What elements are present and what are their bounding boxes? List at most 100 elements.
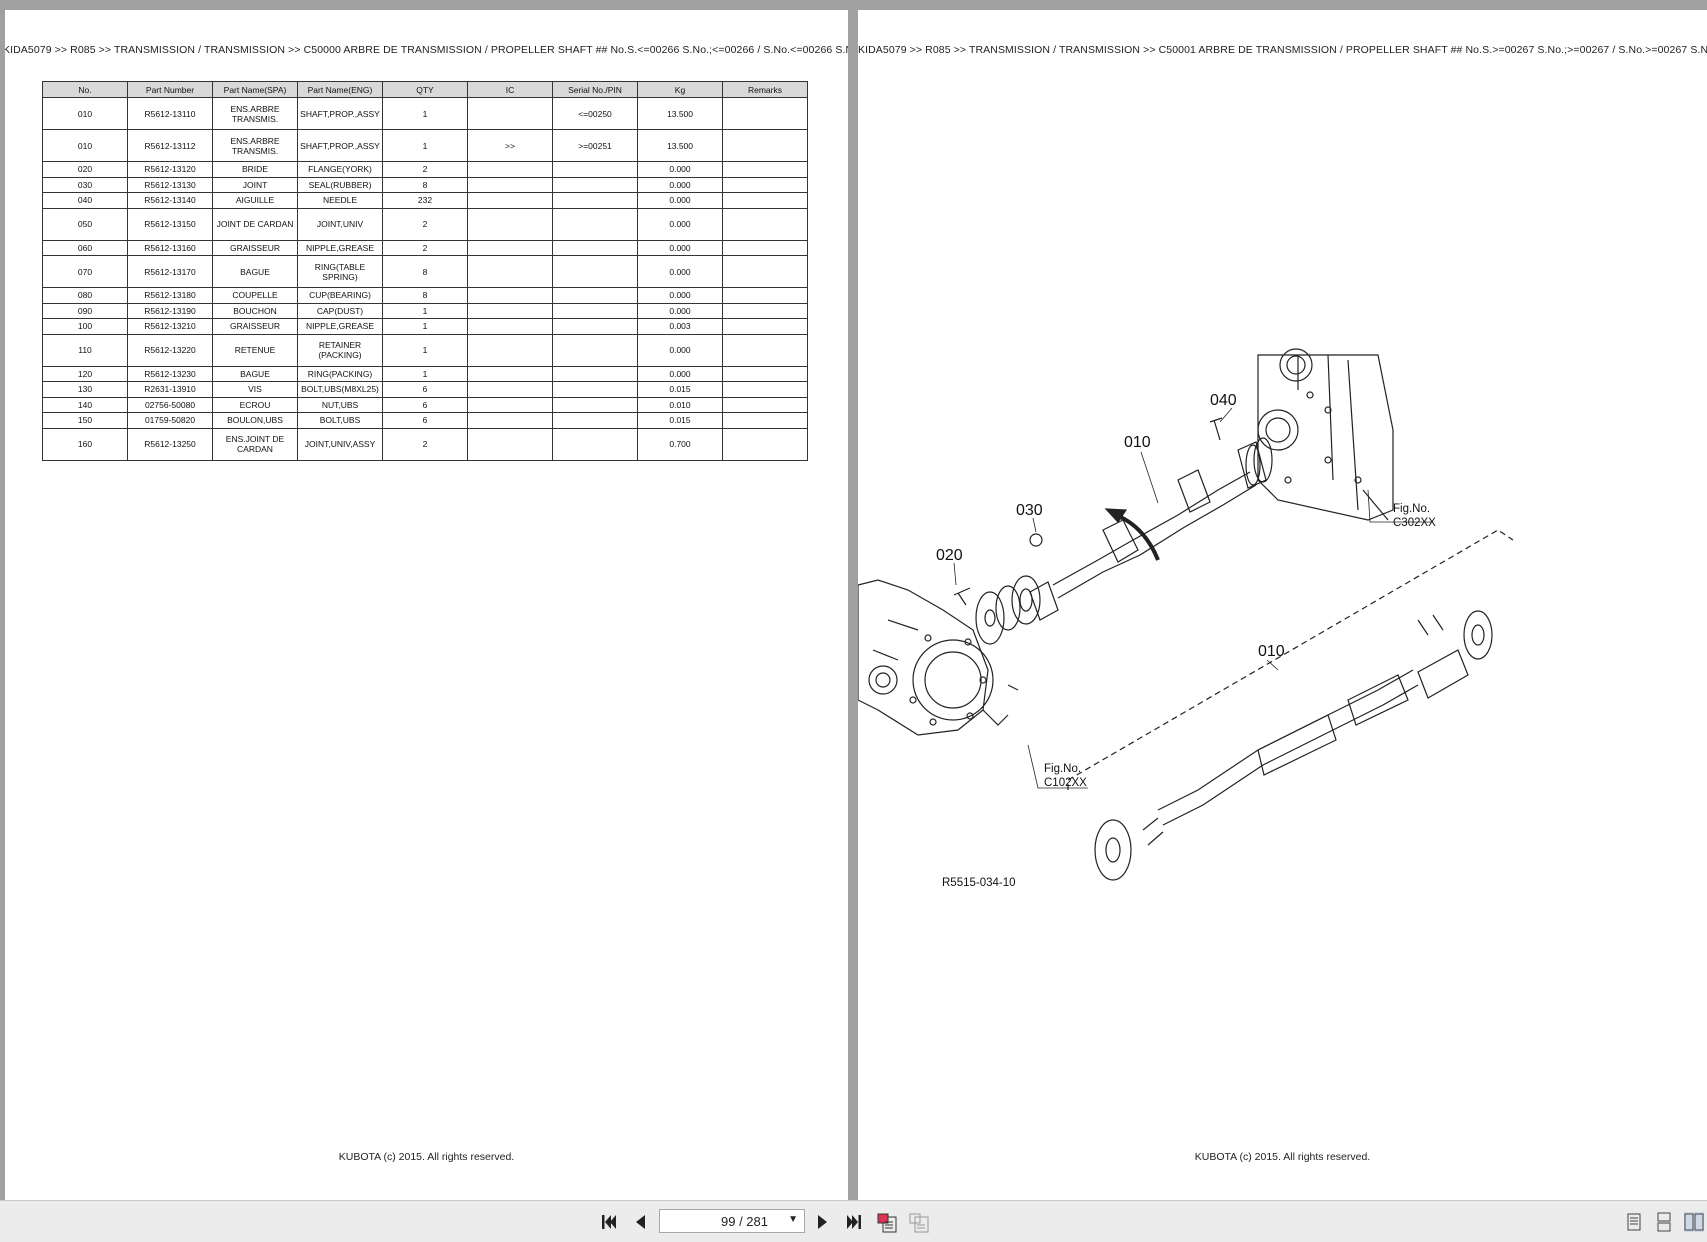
cell-part-name-spa: COUPELLE xyxy=(212,287,298,304)
cell-part-name-eng: NEEDLE xyxy=(297,192,383,209)
cell-part-number: R5612-13210 xyxy=(127,318,213,335)
cell-kg: 0.015 xyxy=(637,381,723,398)
toc-button[interactable] xyxy=(876,1212,897,1233)
cell-kg: 0.003 xyxy=(637,318,723,335)
exploded-parts-diagram: 040 010 030 020 010 Fig.No. C302XX Fig.N… xyxy=(858,348,1514,889)
page-left: KIDA5079 >> R085 >> TRANSMISSION / TRANS… xyxy=(5,10,848,1200)
cell-ic xyxy=(467,97,553,130)
cell-part-name-spa: BAGUE xyxy=(212,255,298,288)
cell-part-name-eng: CAP(DUST) xyxy=(297,302,383,319)
callout-040: 040 xyxy=(1210,392,1237,409)
continuous-view-button[interactable] xyxy=(1654,1212,1674,1232)
parts-table: No. Part Number Part Name(SPA) Part Name… xyxy=(42,81,808,461)
cell-no: 100 xyxy=(42,318,128,335)
previous-page-button[interactable] xyxy=(631,1212,651,1232)
cell-remarks xyxy=(722,318,808,335)
cell-qty: 8 xyxy=(382,255,468,288)
last-page-button[interactable] xyxy=(844,1212,864,1232)
cell-part-name-spa: ECROU xyxy=(212,396,298,413)
thumbnails-button[interactable] xyxy=(908,1212,929,1233)
thumbnails-icon xyxy=(909,1213,929,1233)
cell-qty: 232 xyxy=(382,192,468,209)
cell-remarks xyxy=(722,192,808,209)
cell-no: 150 xyxy=(42,412,128,429)
single-page-view-button[interactable] xyxy=(1624,1212,1644,1232)
cell-qty: 6 xyxy=(382,412,468,429)
col-header-remarks: Remarks xyxy=(722,81,808,98)
two-page-view-button[interactable] xyxy=(1684,1212,1704,1232)
cell-serial: <=00250 xyxy=(552,97,638,130)
cell-serial xyxy=(552,176,638,193)
cell-kg: 0.000 xyxy=(637,207,723,241)
cell-qty: 8 xyxy=(382,176,468,193)
col-header-part-name-spa: Part Name(SPA) xyxy=(212,81,298,98)
cell-serial xyxy=(552,381,638,398)
cell-ic xyxy=(467,412,553,429)
cell-part-number: R5612-13220 xyxy=(127,333,213,367)
cell-serial xyxy=(552,239,638,256)
cell-no: 130 xyxy=(42,381,128,398)
cell-qty: 8 xyxy=(382,287,468,304)
drawing-code: R5515-034-10 xyxy=(942,877,1016,889)
cell-ic xyxy=(467,333,553,367)
cell-part-name-spa: JOINT xyxy=(212,176,298,193)
cell-ic xyxy=(467,318,553,335)
cell-serial xyxy=(552,427,638,461)
chevron-left-icon xyxy=(636,1215,645,1229)
single-page-icon xyxy=(1627,1213,1641,1231)
first-page-button[interactable] xyxy=(599,1212,619,1232)
cell-no: 160 xyxy=(42,427,128,461)
cell-no: 030 xyxy=(42,176,128,193)
cell-part-name-eng: CUP(BEARING) xyxy=(297,287,383,304)
cell-part-name-eng: SHAFT,PROP.,ASSY xyxy=(297,97,383,130)
cell-part-name-eng: RING(PACKING) xyxy=(297,365,383,382)
cell-ic xyxy=(467,287,553,304)
cell-no: 070 xyxy=(42,255,128,288)
cell-part-number: 01759-50820 xyxy=(127,412,213,429)
cell-ic xyxy=(467,427,553,461)
col-header-ic: IC xyxy=(467,81,553,98)
cell-ic: >> xyxy=(467,129,553,162)
cell-part-name-eng: SEAL(RUBBER) xyxy=(297,176,383,193)
cell-qty: 2 xyxy=(382,207,468,241)
cell-remarks xyxy=(722,302,808,319)
cell-part-name-eng: RING(TABLE SPRING) xyxy=(297,255,383,288)
cell-qty: 6 xyxy=(382,396,468,413)
col-header-qty: QTY xyxy=(382,81,468,98)
cell-serial xyxy=(552,207,638,241)
cell-part-name-eng: RETAINER (PACKING) xyxy=(297,333,383,367)
cell-kg: 0.000 xyxy=(637,333,723,367)
cell-qty: 1 xyxy=(382,318,468,335)
cell-ic xyxy=(467,365,553,382)
cell-part-name-spa: GRAISSEUR xyxy=(212,239,298,256)
cell-no: 140 xyxy=(42,396,128,413)
cell-part-number: 02756-50080 xyxy=(127,396,213,413)
cell-ic xyxy=(467,396,553,413)
cell-qty: 1 xyxy=(382,97,468,130)
col-header-part-name-eng: Part Name(ENG) xyxy=(297,81,383,98)
cell-part-name-eng: NIPPLE,GREASE xyxy=(297,239,383,256)
cell-serial xyxy=(552,255,638,288)
page-number-selector[interactable]: 99 / 281 ▼ xyxy=(659,1209,805,1233)
cell-remarks xyxy=(722,412,808,429)
chevron-right-icon xyxy=(818,1215,827,1229)
page-footer: KUBOTA (c) 2015. All rights reserved. xyxy=(1194,1151,1371,1163)
cell-ic xyxy=(467,255,553,288)
cell-remarks xyxy=(722,365,808,382)
page-indicator: 99 / 281 xyxy=(721,1214,768,1229)
cell-part-number: R5612-13150 xyxy=(127,207,213,241)
cell-kg: 0.000 xyxy=(637,176,723,193)
cell-qty: 1 xyxy=(382,333,468,367)
cell-serial xyxy=(552,318,638,335)
cell-part-number: R5612-13140 xyxy=(127,192,213,209)
cell-part-name-spa: JOINT DE CARDAN xyxy=(212,207,298,241)
next-page-button[interactable] xyxy=(812,1212,832,1232)
cell-part-number: R5612-13130 xyxy=(127,176,213,193)
cell-part-name-spa: BRIDE xyxy=(212,161,298,178)
cell-remarks xyxy=(722,97,808,130)
cell-qty: 6 xyxy=(382,381,468,398)
